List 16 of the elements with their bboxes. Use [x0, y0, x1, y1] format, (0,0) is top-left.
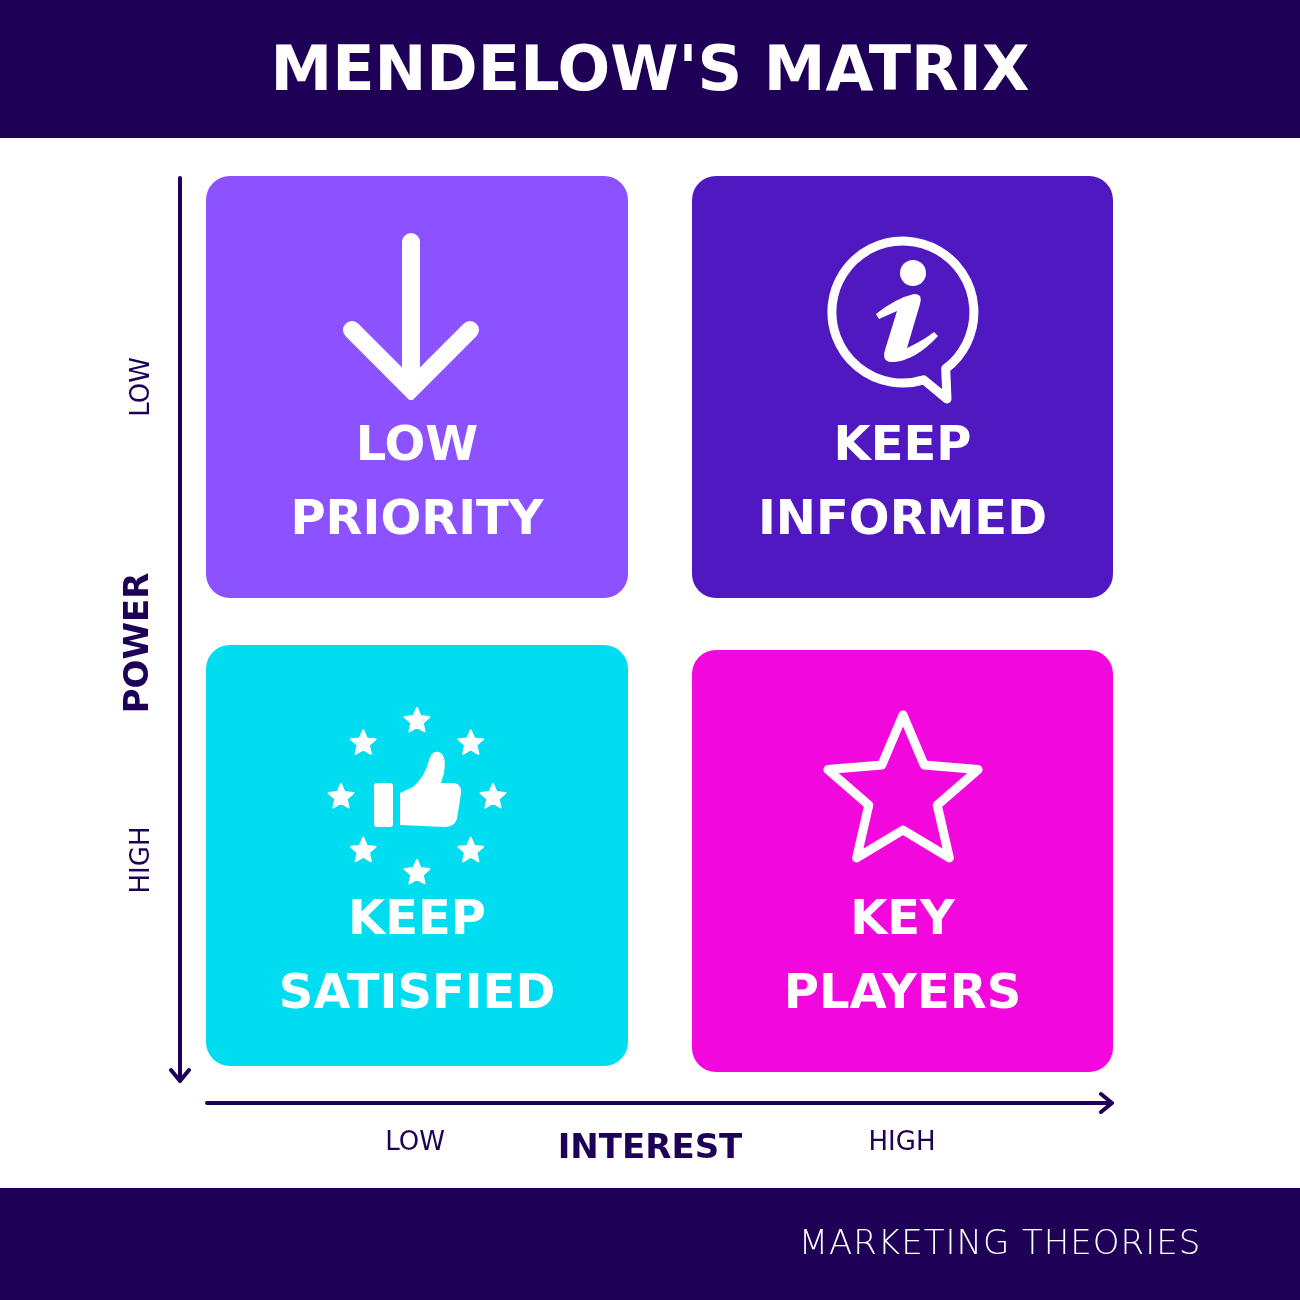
- quadrant-panel: [692, 176, 1113, 598]
- quadrant-panel: [206, 645, 628, 1066]
- axis-label: HIGH: [125, 826, 155, 894]
- quadrant-panel: [692, 650, 1113, 1072]
- quadrant-title: KEY PLAYERS: [783, 888, 1022, 1021]
- page-title: MENDELOW'S MATRIX: [270, 34, 1030, 104]
- axis-title: INTEREST: [557, 1128, 743, 1166]
- axis-label: LOW: [125, 357, 155, 417]
- quadrant-title: LOW PRIORITY: [290, 414, 544, 547]
- quadrant-title: KEEP SATISFIED: [278, 888, 556, 1021]
- quadrant-panel: [206, 176, 628, 598]
- axis-label: HIGH: [868, 1126, 936, 1156]
- footer-text: MARKETING THEORIES: [798, 1224, 1202, 1262]
- axis-label: LOW: [385, 1126, 445, 1156]
- quadrant-title: KEEP INFORMED: [758, 414, 1047, 547]
- axis-title: POWER: [118, 572, 156, 714]
